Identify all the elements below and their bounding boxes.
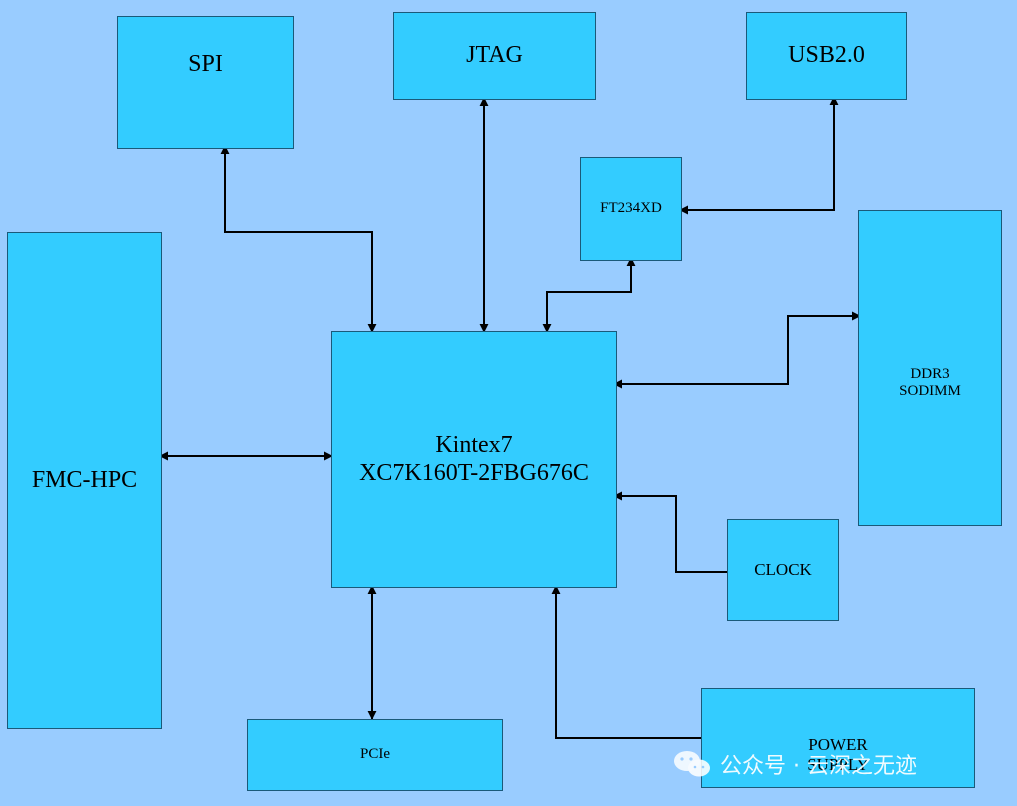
watermark: 公众号 · 云深之无迹 <box>672 748 917 780</box>
link-clock-fpga <box>613 491 728 573</box>
spi-block: SPI <box>117 16 294 149</box>
usb-label: USB2.0 <box>788 42 865 69</box>
ft234xd-block: FT234XD <box>580 157 682 261</box>
watermark-text: 公众号 · 云深之无迹 <box>720 754 917 779</box>
ddr3-sodimm-block: DDR3 SODIMM <box>858 210 1002 526</box>
wechat-icon <box>674 751 710 777</box>
spi-label: SPI <box>188 51 223 77</box>
link-fpga-spi <box>220 145 377 333</box>
pcie-block: PCIe <box>247 719 503 791</box>
ft234xd-label: FT234XD <box>600 200 662 217</box>
fpga-block: Kintex7 XC7K160T-2FBG676C <box>331 331 617 588</box>
fmc-hpc-block: FMC-HPC <box>7 232 162 729</box>
clock-label: CLOCK <box>754 560 812 580</box>
link-power-fpga <box>551 585 702 739</box>
fmc-hpc-label: FMC-HPC <box>31 466 138 493</box>
power-supply-label: POWER SUPPLY <box>807 735 869 774</box>
fpga-label: Kintex7 XC7K160T-2FBG676C <box>359 431 589 486</box>
clock-block: CLOCK <box>727 519 839 621</box>
power-supply-block: POWER SUPPLY <box>701 688 975 788</box>
usb-block: USB2.0 <box>746 12 907 100</box>
jtag-label: JTAG <box>466 42 523 69</box>
jtag-block: JTAG <box>393 12 596 100</box>
link-fpga-ddr3 <box>613 311 861 389</box>
link-fpga-ft234 <box>542 257 636 333</box>
ddr3-sodimm-label: DDR3 SODIMM <box>899 366 961 400</box>
link-ft234-usb <box>679 96 839 215</box>
pcie-label: PCIe <box>360 746 390 763</box>
